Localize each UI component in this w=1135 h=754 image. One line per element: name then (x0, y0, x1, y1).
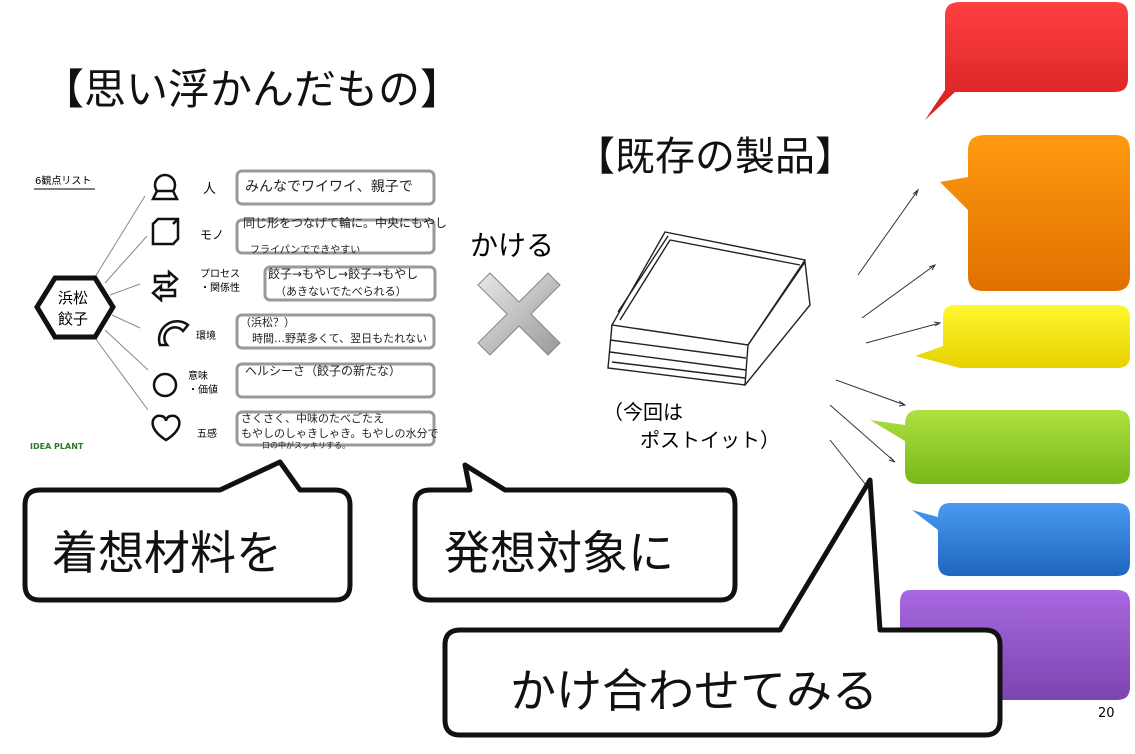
mindmap (94, 195, 149, 411)
row-label-process: プロセス ・関係性 (200, 269, 240, 294)
note-environment-2: 時間…野菜多くて、翌日もたれない (252, 332, 428, 345)
product-note-1: （今回は (603, 400, 683, 424)
page-number: 20 (1098, 706, 1115, 721)
note-boxes (235, 169, 437, 447)
green-bubble (870, 410, 1130, 484)
viewpoint-icons (150, 173, 190, 442)
callout-target: 発想対象に (444, 526, 674, 580)
product-note-2: ポストイット） (640, 428, 780, 452)
arrows (829, 188, 942, 491)
kakeru-label: かける (470, 229, 555, 262)
red-bubble (925, 2, 1128, 120)
orange-bubble (940, 135, 1130, 291)
note-process-2: （あきないでたべられる） (275, 285, 407, 298)
note-thing-2: フライパンでできやすい (250, 245, 361, 256)
center-line-1: 浜松 (58, 289, 89, 307)
note-senses: さくさく、中味のたべごたえ (241, 412, 384, 425)
note-senses-3: 口の中がスッキリする。 (262, 441, 350, 450)
list-title: 6観点リスト (35, 176, 92, 187)
callout-material-shape (22, 459, 353, 603)
row-label-meaning: 意味 ・価値 (188, 371, 218, 396)
note-senses-2: もやしのしゃきしゃき。もやしの水分で (241, 427, 439, 440)
row-label-thing: モノ (200, 228, 225, 242)
row-label-senses: 五感 (197, 429, 217, 440)
note-process: 餃子→もやし→餃子→もやし (268, 267, 419, 281)
title-left: 【思い浮かんだもの】 (42, 65, 463, 114)
postit-sketch (607, 231, 811, 386)
title-right: 【既存の製品】 (575, 134, 855, 180)
idea-plant-logo: IDEA PLANT (30, 442, 84, 451)
callout-target-shape (412, 462, 738, 603)
center-hexagon (34, 275, 116, 340)
note-person: みんなでワイワイ、親子で (245, 179, 413, 195)
row-label-environment: 環境 (196, 331, 216, 342)
center-line-2: 餃子 (58, 310, 89, 328)
multiply-icon (477, 272, 561, 356)
note-meaning: ヘルシーさ（餃子の新たな） (245, 364, 402, 378)
row-label-person: 人 (203, 182, 217, 197)
note-environment: （浜松？） (240, 316, 295, 329)
callout-combine: かけ合わせてみる (510, 664, 878, 718)
callout-combine-shape (442, 477, 1003, 738)
blue-bubble (912, 503, 1130, 576)
callout-material: 着想材料を (52, 526, 282, 580)
note-thing: 同じ形をつなげて輪に。中央にもやし (243, 216, 448, 230)
yellow-bubble (915, 305, 1130, 368)
